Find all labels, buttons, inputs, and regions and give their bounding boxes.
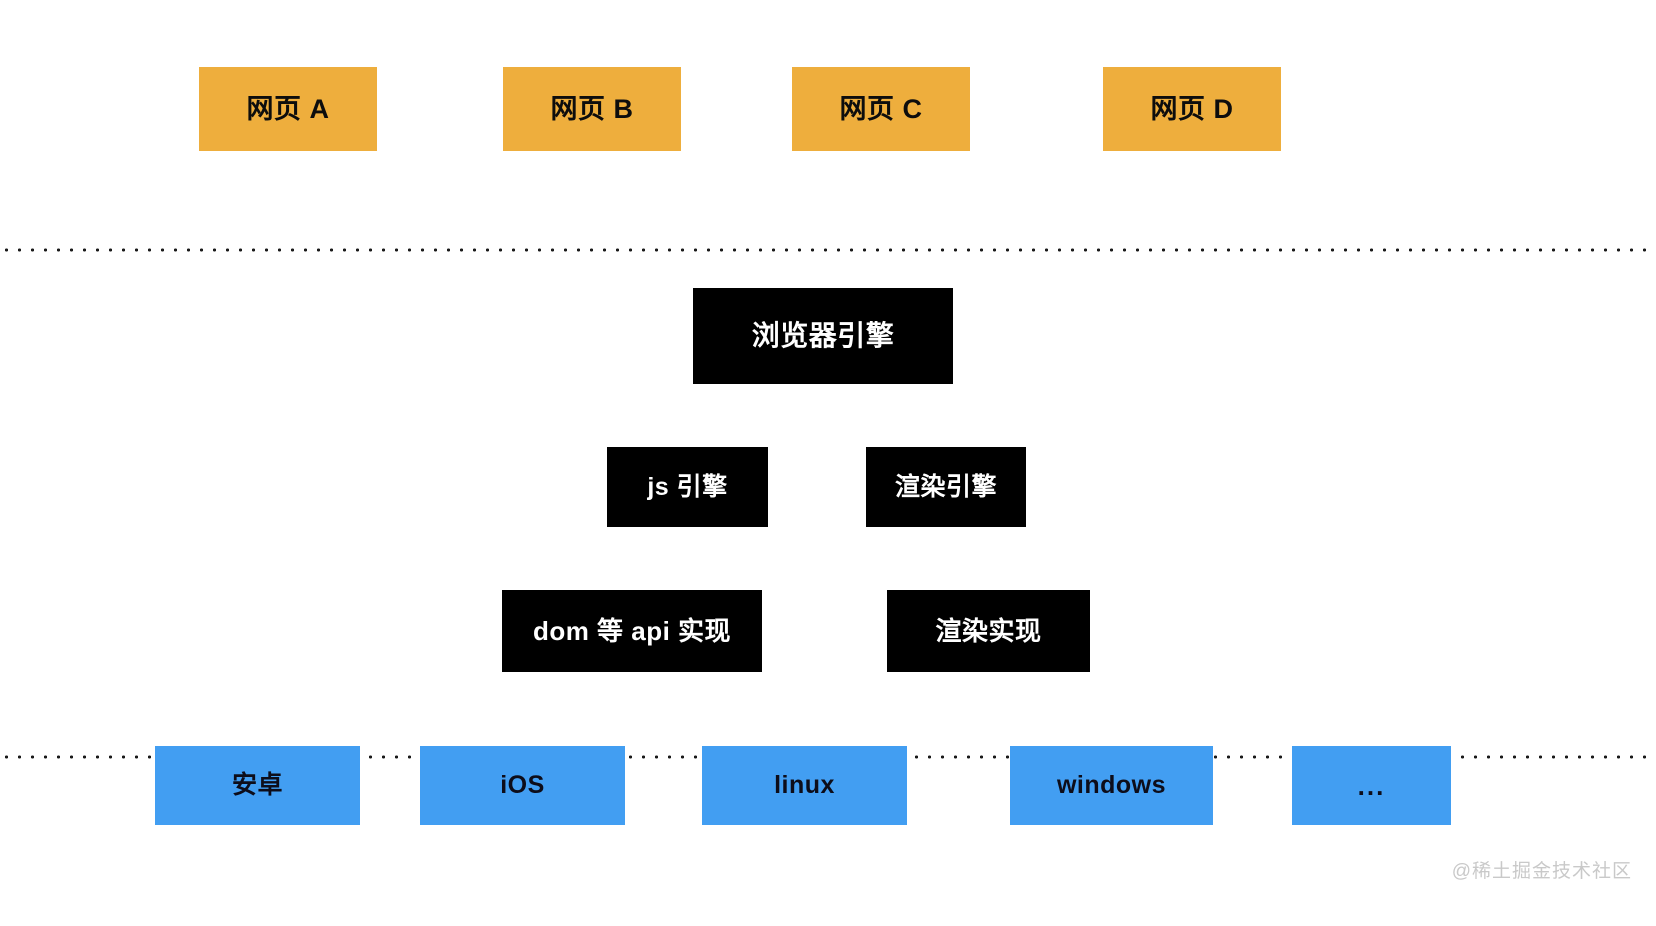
node-web-page-d: 网页 D [1103, 67, 1281, 151]
node-render-implementation: 渲染实现 [887, 590, 1090, 672]
node-web-page-b: 网页 B [503, 67, 681, 151]
node-js-engine: js 引擎 [607, 447, 768, 527]
node-os-android: 安卓 [155, 746, 360, 825]
node-os-windows: windows [1010, 746, 1213, 825]
watermark: @稀土掘金技术社区 [1451, 861, 1632, 882]
node-web-page-c: 网页 C [792, 67, 970, 151]
node-os-linux: linux [702, 746, 907, 825]
node-render-engine: 渲染引擎 [866, 447, 1026, 527]
node-os-ios: iOS [420, 746, 625, 825]
node-dom-api-implementation: dom 等 api 实现 [502, 590, 762, 672]
node-browser-engine: 浏览器引擎 [693, 288, 953, 384]
divider-top-dotted-line [0, 248, 1656, 252]
node-web-page-a: 网页 A [199, 67, 377, 151]
node-os-ellipsis: ... [1292, 746, 1451, 825]
